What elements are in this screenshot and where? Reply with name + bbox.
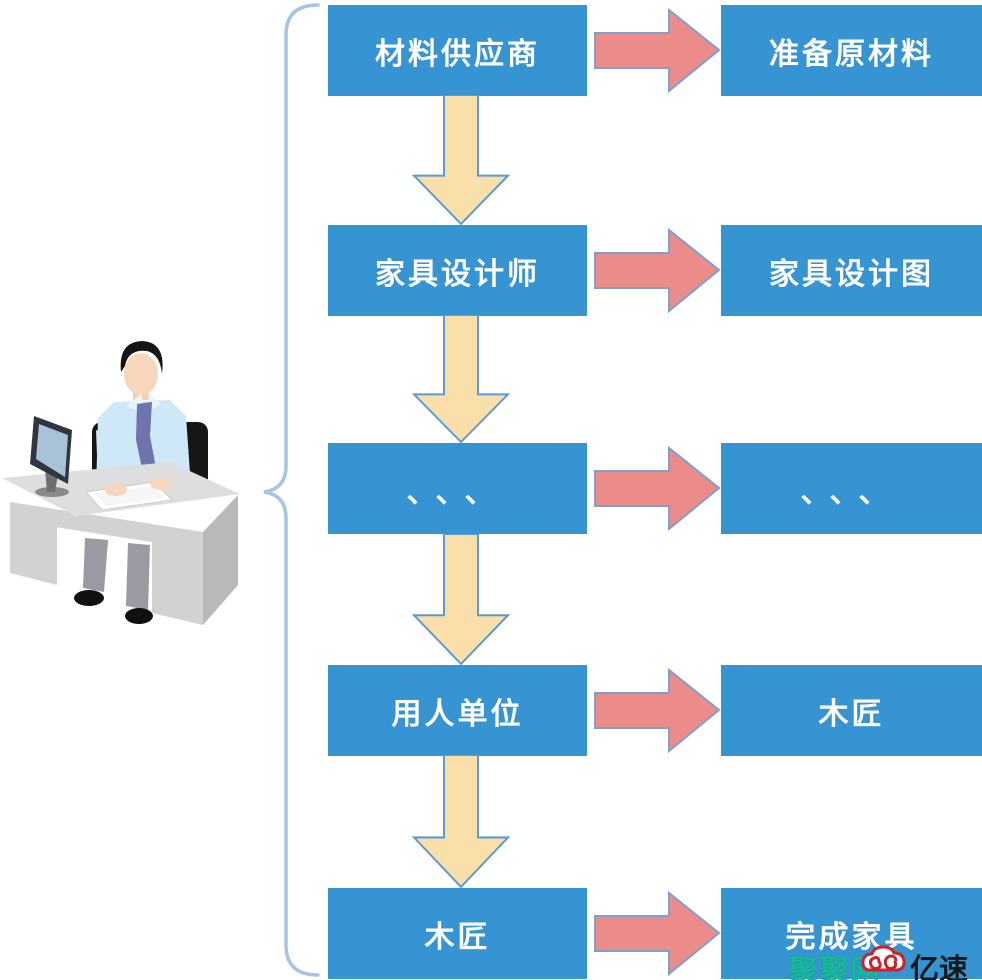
flow-node-label: 木匠 xyxy=(424,920,491,954)
flow-row: 、、、 、、、 xyxy=(0,443,982,534)
flow-node-output: 木匠 xyxy=(721,665,982,756)
down-arrow-icon xyxy=(411,534,511,666)
flow-node-label: 木匠 xyxy=(818,697,885,731)
flow-row: 家具设计师 家具设计图 xyxy=(0,225,982,316)
flow-node-output: 、、、 xyxy=(721,443,982,534)
flow-row: 木匠 完成家具 xyxy=(0,888,982,979)
flow-node-label: 、、、 xyxy=(406,475,509,509)
brand-watermark-text: 亿速云 xyxy=(910,954,969,980)
flow-node-label: 完成家具 xyxy=(785,920,918,954)
flow-node-label: 、、、 xyxy=(800,475,903,509)
down-arrow-icon xyxy=(411,95,511,226)
flow-node-actor: 材料供应商 xyxy=(328,5,587,96)
down-arrow-icon xyxy=(411,315,511,444)
office-worker-at-desk-icon xyxy=(2,341,240,625)
curly-brace-icon xyxy=(263,3,320,977)
flow-node-actor: 木匠 xyxy=(328,888,587,979)
flow-node-output: 完成家具 xyxy=(721,888,982,979)
down-arrow-icon xyxy=(411,755,511,889)
right-arrow-icon xyxy=(594,7,721,94)
flow-node-label: 家具设计师 xyxy=(375,257,540,291)
desk-icon xyxy=(203,495,238,625)
monitor-icon xyxy=(30,416,72,497)
right-arrow-icon xyxy=(594,445,721,532)
flow-row: 材料供应商 准备原材料 xyxy=(0,5,982,96)
flow-node-label: 准备原材料 xyxy=(769,37,934,71)
flow-node-actor: 家具设计师 xyxy=(328,225,587,316)
right-arrow-icon xyxy=(594,227,721,314)
watermark: 聚聚网 亿速云 xyxy=(780,942,982,980)
tie-icon xyxy=(136,402,156,478)
flow-node-label: 家具设计图 xyxy=(769,257,934,291)
flow-node-output: 准备原材料 xyxy=(721,5,982,96)
flow-node-label: 用人单位 xyxy=(391,697,524,731)
flow-node-actor: 、、、 xyxy=(328,443,587,534)
flow-node-actor: 用人单位 xyxy=(328,665,587,756)
flow-node-label: 材料供应商 xyxy=(375,37,540,71)
right-arrow-icon xyxy=(594,667,721,754)
right-arrow-icon xyxy=(594,890,721,977)
flow-node-output: 家具设计图 xyxy=(721,225,982,316)
yisuyun-cloud-logo-icon xyxy=(861,945,906,972)
flow-row: 用人单位 木匠 xyxy=(0,665,982,756)
